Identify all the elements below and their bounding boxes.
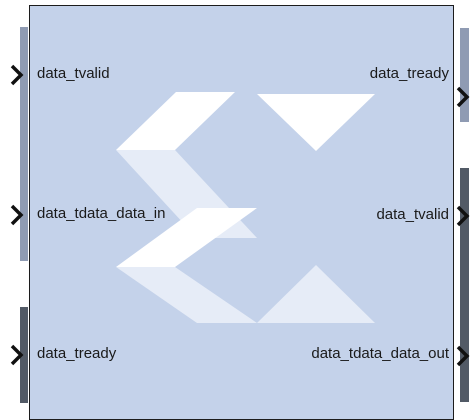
input-port-arrow-icon[interactable] [10, 64, 24, 86]
input-port-arrow-icon[interactable] [10, 344, 24, 366]
input-bus-bar [20, 27, 28, 261]
input-bus-bar [20, 307, 28, 403]
input-port-arrow-icon[interactable] [10, 204, 24, 226]
output-port-arrow-icon[interactable] [456, 86, 470, 108]
output-port-label: data_tready [369, 65, 449, 82]
input-port-label: data_tvalid [37, 65, 110, 82]
output-bus-bar [460, 28, 469, 122]
output-port-arrow-icon[interactable] [456, 205, 470, 227]
output-port-arrow-icon[interactable] [456, 345, 470, 367]
input-port-label: data_tdata_data_in [37, 205, 166, 222]
output-port-label: data_tdata_data_out [311, 345, 449, 362]
output-port-label: data_tvalid [376, 206, 449, 223]
output-bus-bar [460, 168, 469, 402]
input-port-label: data_tready [37, 345, 117, 362]
